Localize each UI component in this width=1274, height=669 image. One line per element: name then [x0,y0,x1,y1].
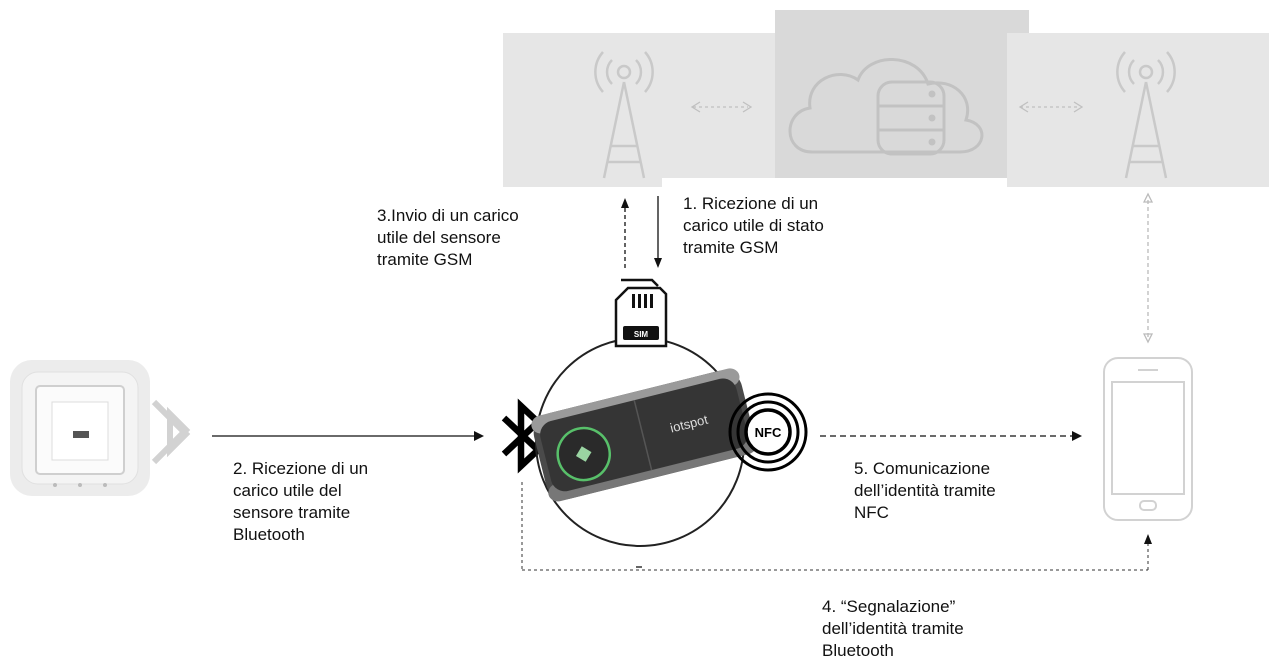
nfc-phone-arrow [820,431,1082,441]
cloud-database-icon [788,58,984,156]
step-4-label: 4. “Segnalazione” dell’identità tramite … [822,597,964,660]
phone-tower-link-arrow [1142,192,1154,344]
bluetooth-beacon-arrow [521,482,1152,571]
nfc-icon [728,392,808,472]
sim-card-icon [614,278,668,348]
cell-tower-icon [594,51,654,179]
cloud-panel [775,10,1029,178]
cell-tower-icon [1116,51,1176,179]
step-5-label: 5. Comunicazione dell’identità tramite N… [854,459,996,522]
step-3-label: 3.Invio di un carico utile del sensore t… [377,206,519,269]
step-2-label: 2. Ricezione di un carico utile del sens… [233,459,369,544]
sensor-device-icon [10,360,150,496]
bluetooth-icon [501,398,543,474]
bluetooth-icon [151,399,191,465]
bee-icon [575,446,592,462]
label-mask [662,178,937,198]
gsm-uplink-arrow [621,198,629,268]
smartphone-icon [1103,357,1193,521]
iotspot-device [531,368,757,502]
cloud-link-arrow-right [1018,101,1084,113]
bluetooth-sensor-arrow [212,431,484,441]
sim-label: SIM [634,330,649,339]
step-1-label: 1. Ricezione di un carico utile di stato… [683,194,824,257]
gsm-downlink-arrow [654,196,662,268]
cloud-link-arrow-left [690,101,753,113]
nfc-label: NFC [755,425,782,440]
